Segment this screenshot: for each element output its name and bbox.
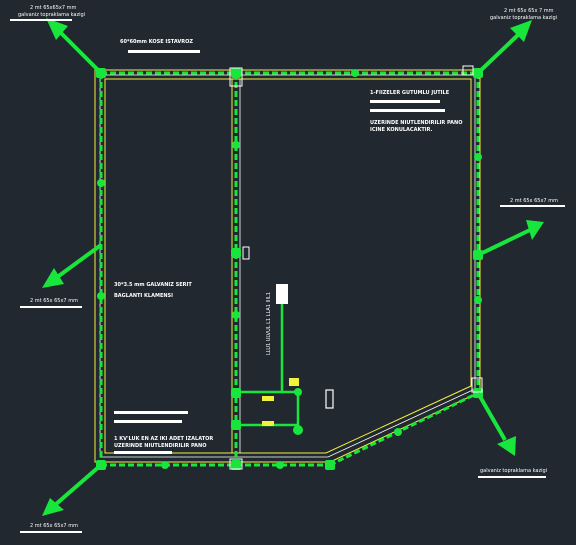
bar-bottom-note-c <box>114 451 172 454</box>
rod-arrow-right-mid <box>477 228 531 257</box>
label-bottom-note-2: UZERINDE NIUTLENDIRILIR PANO <box>114 443 206 449</box>
busbar-symbol <box>276 284 288 304</box>
bar-corner-profile <box>128 50 200 53</box>
label-bottom-note-1: 1 KV'LUK EN AZ IKI ADET IZALATOR <box>114 436 213 442</box>
ground-conductor <box>99 71 480 467</box>
rod-arrow-top-left <box>56 28 103 75</box>
annotations: 2 mt 65x65x7 mm galvaniz topraklama kazi… <box>10 5 565 533</box>
bar-roof-note-a <box>370 100 440 103</box>
bar-bottom-note-b <box>114 420 182 423</box>
rod-arrow-bottom-right <box>476 392 507 441</box>
label-rod-top-left-2: galvaniz topraklama kazigi <box>18 12 85 18</box>
label-rod-top-right-1: 2 mt 65x 65x 7 mm <box>504 8 554 14</box>
label-vertical-note: LLU1 ULVUL L1 LLA1 IIIL1 <box>266 292 272 355</box>
insulator-top <box>289 378 299 386</box>
fittings <box>229 65 483 470</box>
underline-bottom-right <box>478 476 546 478</box>
label-galv-tape-2: BAGLANTI KLAMENSI <box>114 293 173 299</box>
label-rod-right-mid: 2 mt 65x 65x7 mm <box>510 198 558 204</box>
label-galv-tape: 30*3.5 mm GALVANIZ SERIT <box>114 282 192 288</box>
label-rod-top-right-2: galvaniz topraklama kazigi <box>490 15 557 21</box>
label-corner-profile: 60*60mm KOSE ISTAVROZ <box>120 39 193 45</box>
label-roof-note-3: ICINE KONULACAKTIR. <box>370 127 433 133</box>
underline-left-mid <box>20 306 82 308</box>
bar-roof-note-b <box>370 109 445 112</box>
rod-arrow-left-mid <box>54 243 103 280</box>
label-rod-bottom-left: 2 mt 65x 65x7 mm <box>30 523 78 529</box>
label-roof-note-1: 1-FIIZELER GUTUMLU JUTILE <box>370 90 450 96</box>
rod-arrow-top-right <box>476 31 522 75</box>
label-rod-top-left-1: 2 mt 65x65x7 mm <box>30 5 76 11</box>
panel-symbol <box>325 389 334 409</box>
insulator-1 <box>262 396 274 401</box>
insulator-2 <box>262 421 274 426</box>
bar-bottom-note-a <box>114 411 188 414</box>
underline-top-left <box>10 19 72 21</box>
underline-right-mid <box>500 205 565 207</box>
label-rod-bottom-right: galvaniz topraklama kazigi <box>480 468 547 474</box>
label-roof-note-2: UZERINDE NIUTLENDIRILIR PANO <box>370 120 462 126</box>
rod-arrow-bottom-left <box>53 463 103 507</box>
underline-bottom-left <box>20 531 82 533</box>
grounding-rod-arrows <box>42 18 544 516</box>
label-rod-left-mid: 2 mt 65x 65x7 mm <box>30 298 78 304</box>
